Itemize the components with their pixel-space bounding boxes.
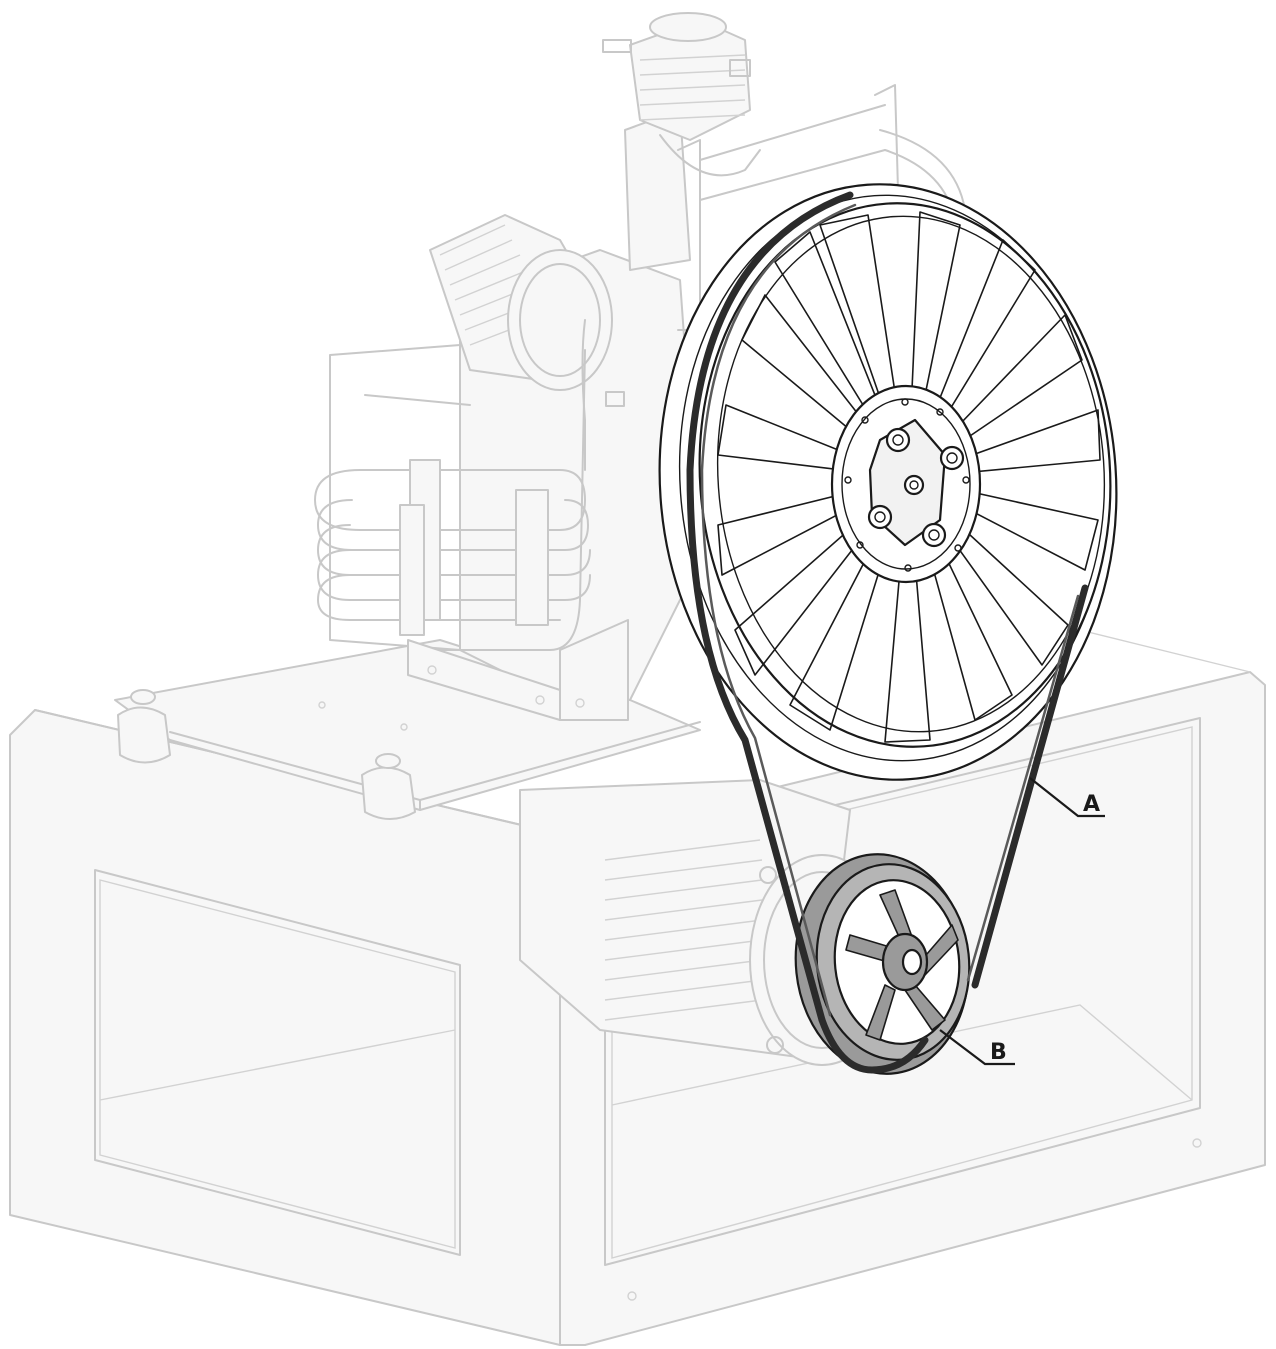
cooling-coil [314, 349, 591, 651]
callout-b-leader [939, 1029, 1015, 1066]
motor-pulley [794, 853, 971, 1075]
callout-b-label: B [990, 1040, 1007, 1065]
callout-a: A [1029, 777, 1105, 818]
callout-b: B [939, 1029, 1015, 1066]
v-belt [686, 191, 1089, 1074]
callout-a-leader [1029, 777, 1105, 818]
flywheel-pulley [658, 183, 1118, 781]
callout-a-label: A [1083, 792, 1100, 817]
fan-blades [717, 211, 1101, 743]
hub-bolts [867, 427, 965, 548]
